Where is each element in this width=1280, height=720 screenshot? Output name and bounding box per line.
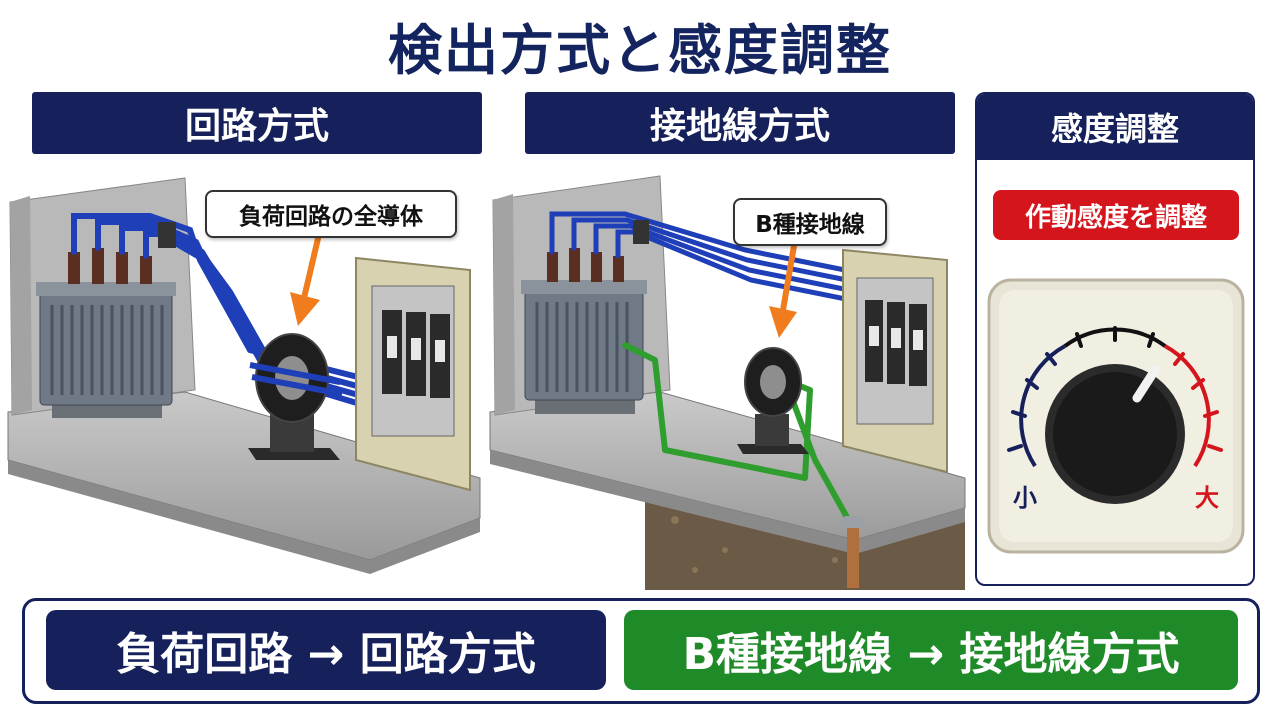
circuit-callout: 負荷回路の全導体 <box>205 190 457 238</box>
circuit-method-scene <box>7 177 481 574</box>
page-title: 検出方式と感度調整 <box>388 19 892 82</box>
ct-ring-icon <box>248 333 343 460</box>
sensitivity-pill: 作動感度を調整 <box>993 190 1239 240</box>
b-type-ground-wire <box>622 342 856 531</box>
summary-circuit: 負荷回路 → 回路方式 <box>46 610 606 690</box>
dial-high-label: 大 <box>1195 484 1219 512</box>
arrow-down-icon <box>290 229 323 326</box>
transformer-icon <box>36 248 176 418</box>
arrow-down-icon <box>769 239 798 338</box>
switchboard-icon <box>842 248 948 474</box>
circuit-method-header: 回路方式 <box>32 92 482 154</box>
sensitivity-dial: 小 大 <box>987 278 1245 554</box>
sensitivity-panel: 感度調整 作動感度を調整 小 大 <box>975 92 1255 586</box>
summary-ground: B種接地線 → 接地線方式 <box>624 610 1238 690</box>
ground-callout: B種接地線 <box>733 198 887 246</box>
ground-method-header: 接地線方式 <box>525 92 955 154</box>
switchboard-icon <box>355 256 471 492</box>
dial-low-label: 小 <box>1013 484 1037 512</box>
dial-knob-icon <box>1045 364 1185 504</box>
ground-method-scene <box>489 175 966 590</box>
ct-ring-icon <box>737 347 809 454</box>
ground-rod-icon <box>843 516 863 588</box>
sensitivity-header: 感度調整 <box>977 94 1253 160</box>
